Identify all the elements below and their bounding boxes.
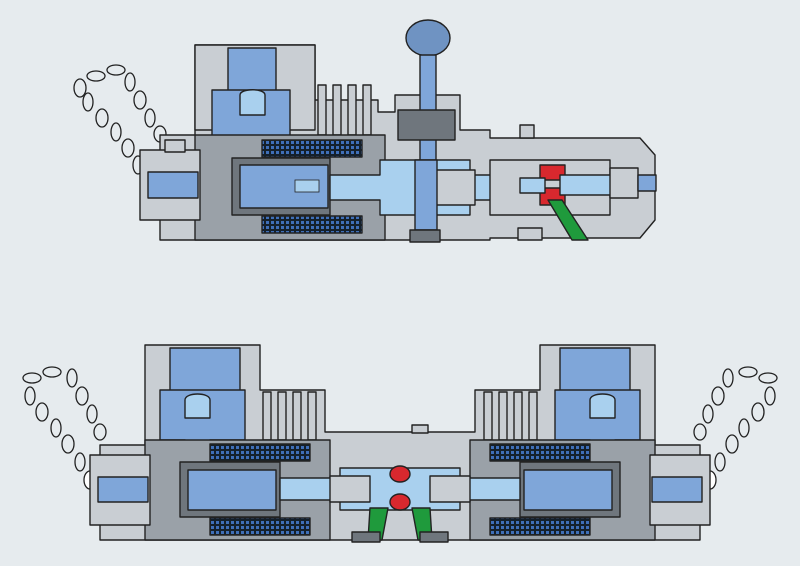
bottom-valve bbox=[22, 344, 778, 543]
top-valve bbox=[73, 19, 657, 243]
left-spring bbox=[329, 475, 371, 503]
armature-connector bbox=[239, 89, 266, 116]
plunger bbox=[239, 164, 329, 209]
bottom-fitting-b bbox=[517, 227, 543, 241]
bottom-fitting-left bbox=[351, 531, 381, 543]
coil-lower bbox=[261, 215, 363, 234]
top-screw bbox=[519, 124, 535, 139]
left-connector bbox=[184, 393, 211, 419]
right-spring bbox=[429, 475, 471, 503]
top-center-screw bbox=[411, 424, 429, 434]
right-coil-upper bbox=[489, 443, 591, 462]
bottom-fitting-a bbox=[409, 229, 441, 243]
right-emergency-pin bbox=[651, 476, 703, 503]
plunger-pin bbox=[294, 179, 320, 193]
left-plunger bbox=[187, 469, 277, 511]
poppet-left bbox=[519, 177, 546, 194]
left-coil-upper bbox=[209, 443, 311, 462]
right-plug bbox=[637, 174, 657, 192]
override-stem bbox=[414, 159, 438, 231]
right-spring bbox=[609, 167, 639, 199]
bottom-fitting-right bbox=[419, 531, 449, 543]
center-red-seal-bottom bbox=[389, 493, 411, 511]
coil-upper bbox=[261, 139, 363, 158]
left-coil-lower bbox=[209, 517, 311, 536]
left-emergency-pin bbox=[97, 476, 149, 503]
end-screw-top bbox=[164, 139, 186, 153]
right-plunger bbox=[523, 469, 613, 511]
right-coil-lower bbox=[489, 517, 591, 536]
emergency-pin bbox=[147, 171, 199, 199]
green-passage bbox=[547, 199, 589, 241]
right-connector bbox=[589, 393, 616, 419]
center-red-seal-top bbox=[389, 465, 411, 483]
